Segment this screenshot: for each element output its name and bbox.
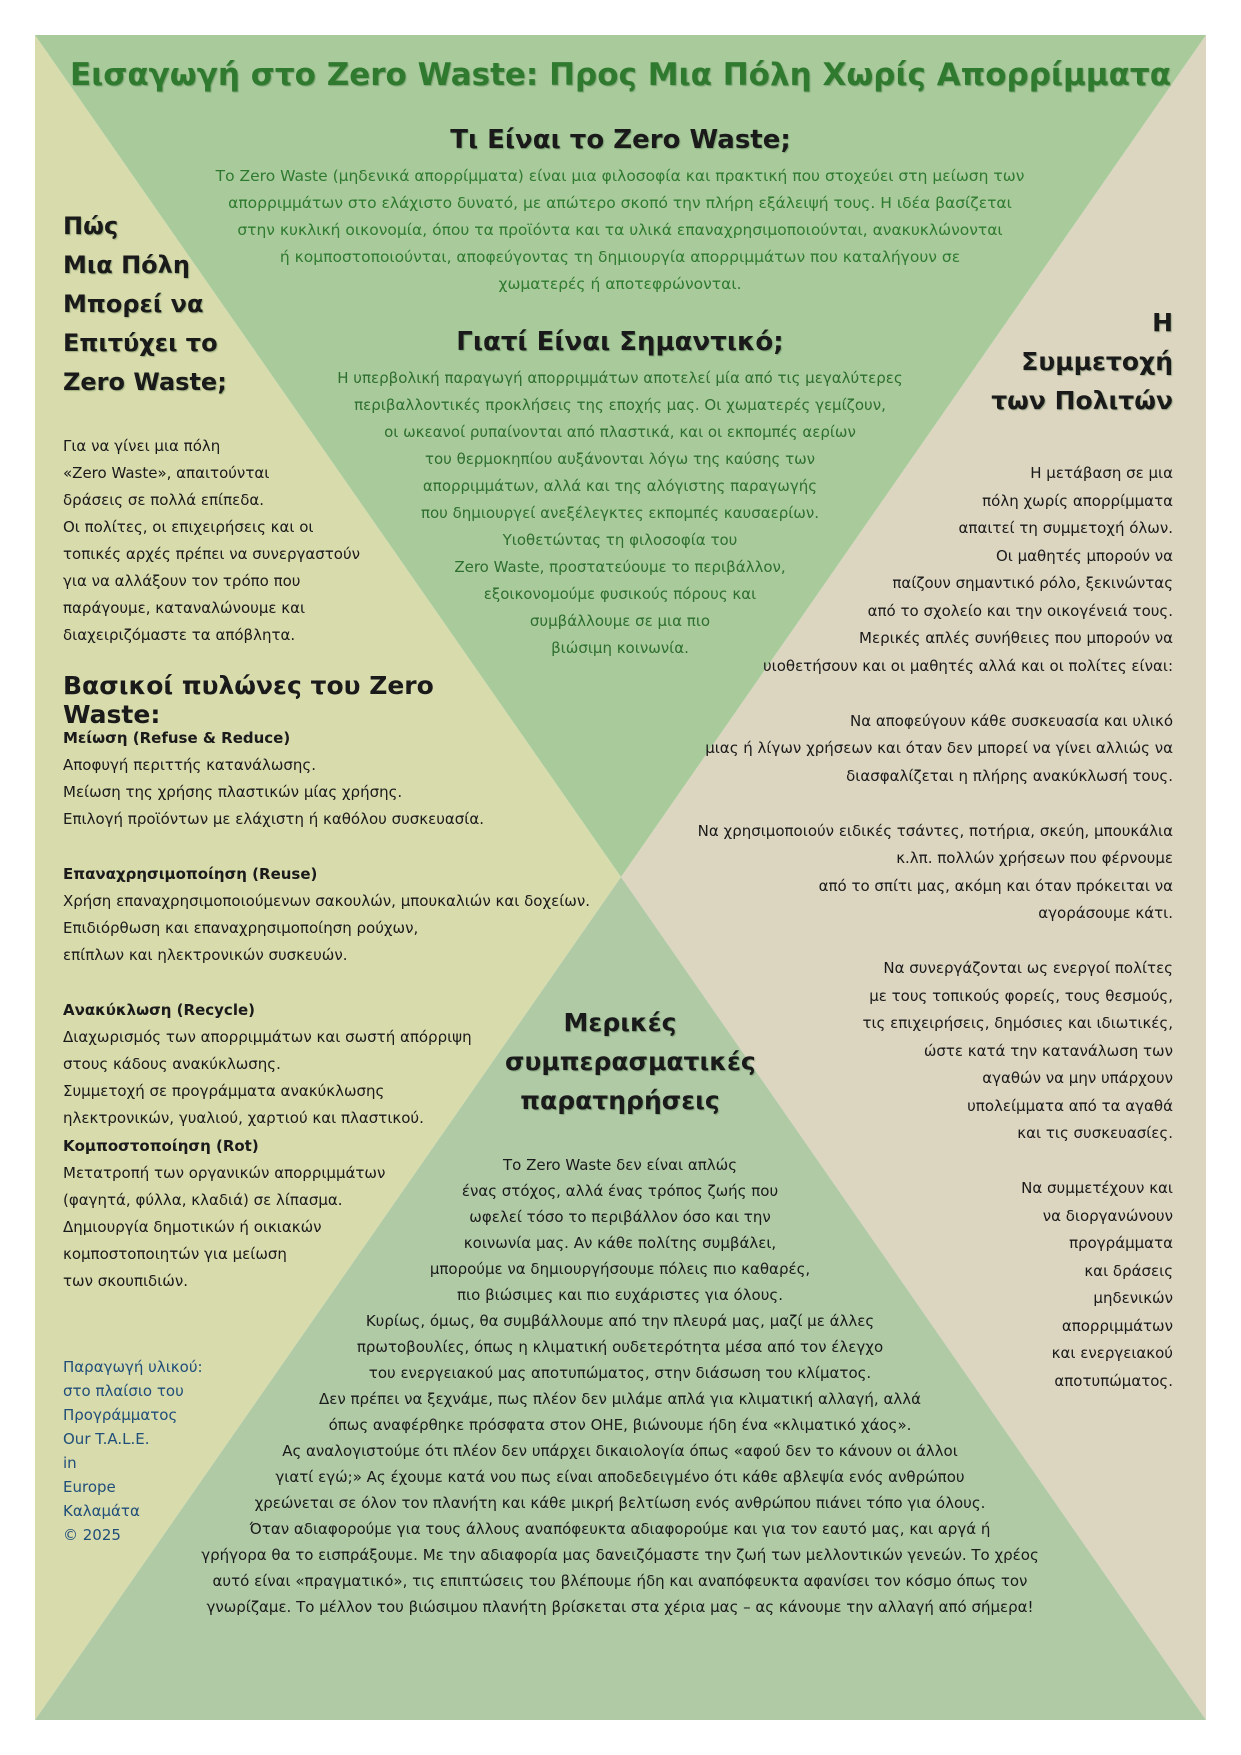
pillar-reduce: Μείωση (Refuse & Reduce) Αποφυγή περιττή… (63, 725, 623, 833)
credits: Παραγωγή υλικού: στο πλαίσιο του Προγράμ… (63, 1358, 203, 1544)
what-heading: Τι Είναι το Zero Waste; (450, 125, 791, 155)
pillar-title: Κομποστοποίηση (Rot) (63, 1137, 259, 1155)
why-body: Η υπερβολική παραγωγή απορριμμάτων αποτε… (337, 369, 903, 657)
pillar-title: Μείωση (Refuse & Reduce) (63, 729, 291, 747)
pillar-text: Χρήση επαναχρησιμοποιούμενων σακουλών, μ… (63, 892, 590, 964)
left-triangle (35, 35, 621, 1720)
page-title: Εισαγωγή στο Zero Waste: Προς Μια Πόλη Χ… (69, 57, 1171, 93)
pillars-heading: Βασικοί πυλώνες του Zero Waste: (63, 671, 434, 729)
how-heading: Πώς Μια Πόλη Μπορεί να Επιτύχει το Zero … (63, 212, 227, 396)
bottom-triangle (35, 877, 1206, 1720)
participation-body: Η μετάβαση σε μια πόλη χωρίς απορρίμματα… (697, 464, 1173, 1390)
pillar-text: Αποφυγή περιττής κατανάλωσης. Μείωση της… (63, 756, 485, 828)
how-body: Για να γίνει μια πόλη «Zero Waste», απαι… (63, 437, 360, 644)
pillar-title: Ανακύκλωση (Recycle) (63, 1001, 255, 1019)
right-triangle (621, 35, 1206, 1720)
pillar-text: Διαχωρισμός των απορριμμάτων και σωστή α… (63, 1028, 472, 1127)
conclusions-heading: Μερικές συμπερασματικές παρατηρήσεις (505, 1008, 756, 1115)
pillar-recycle: Ανακύκλωση (Recycle) Διαχωρισμός των απο… (63, 997, 623, 1132)
pillar-reuse: Επαναχρησιμοποίηση (Reuse) Χρήση επαναχρ… (63, 861, 623, 969)
background-triangles (35, 35, 1206, 1720)
why-heading: Γιατί Είναι Σημαντικό; (456, 327, 784, 357)
poster: Εισαγωγή στο Zero Waste: Προς Μια Πόλη Χ… (35, 35, 1206, 1720)
pillar-title: Επαναχρησιμοποίηση (Reuse) (63, 865, 318, 883)
pillar-rot: Κομποστοποίηση (Rot) Μετατροπή των οργαν… (63, 1133, 623, 1295)
participation-heading: Η Συμμετοχή των Πολιτών (991, 308, 1173, 415)
what-body: Το Zero Waste (μηδενικά απορρίμματα) είν… (215, 167, 1025, 293)
top-triangle (35, 35, 1206, 877)
pillar-text: Μετατροπή των οργανικών απορριμμάτων (φα… (63, 1164, 386, 1290)
conclusions-body: Το Zero Waste δεν είναι απλώς ένας στόχο… (201, 1156, 1039, 1616)
